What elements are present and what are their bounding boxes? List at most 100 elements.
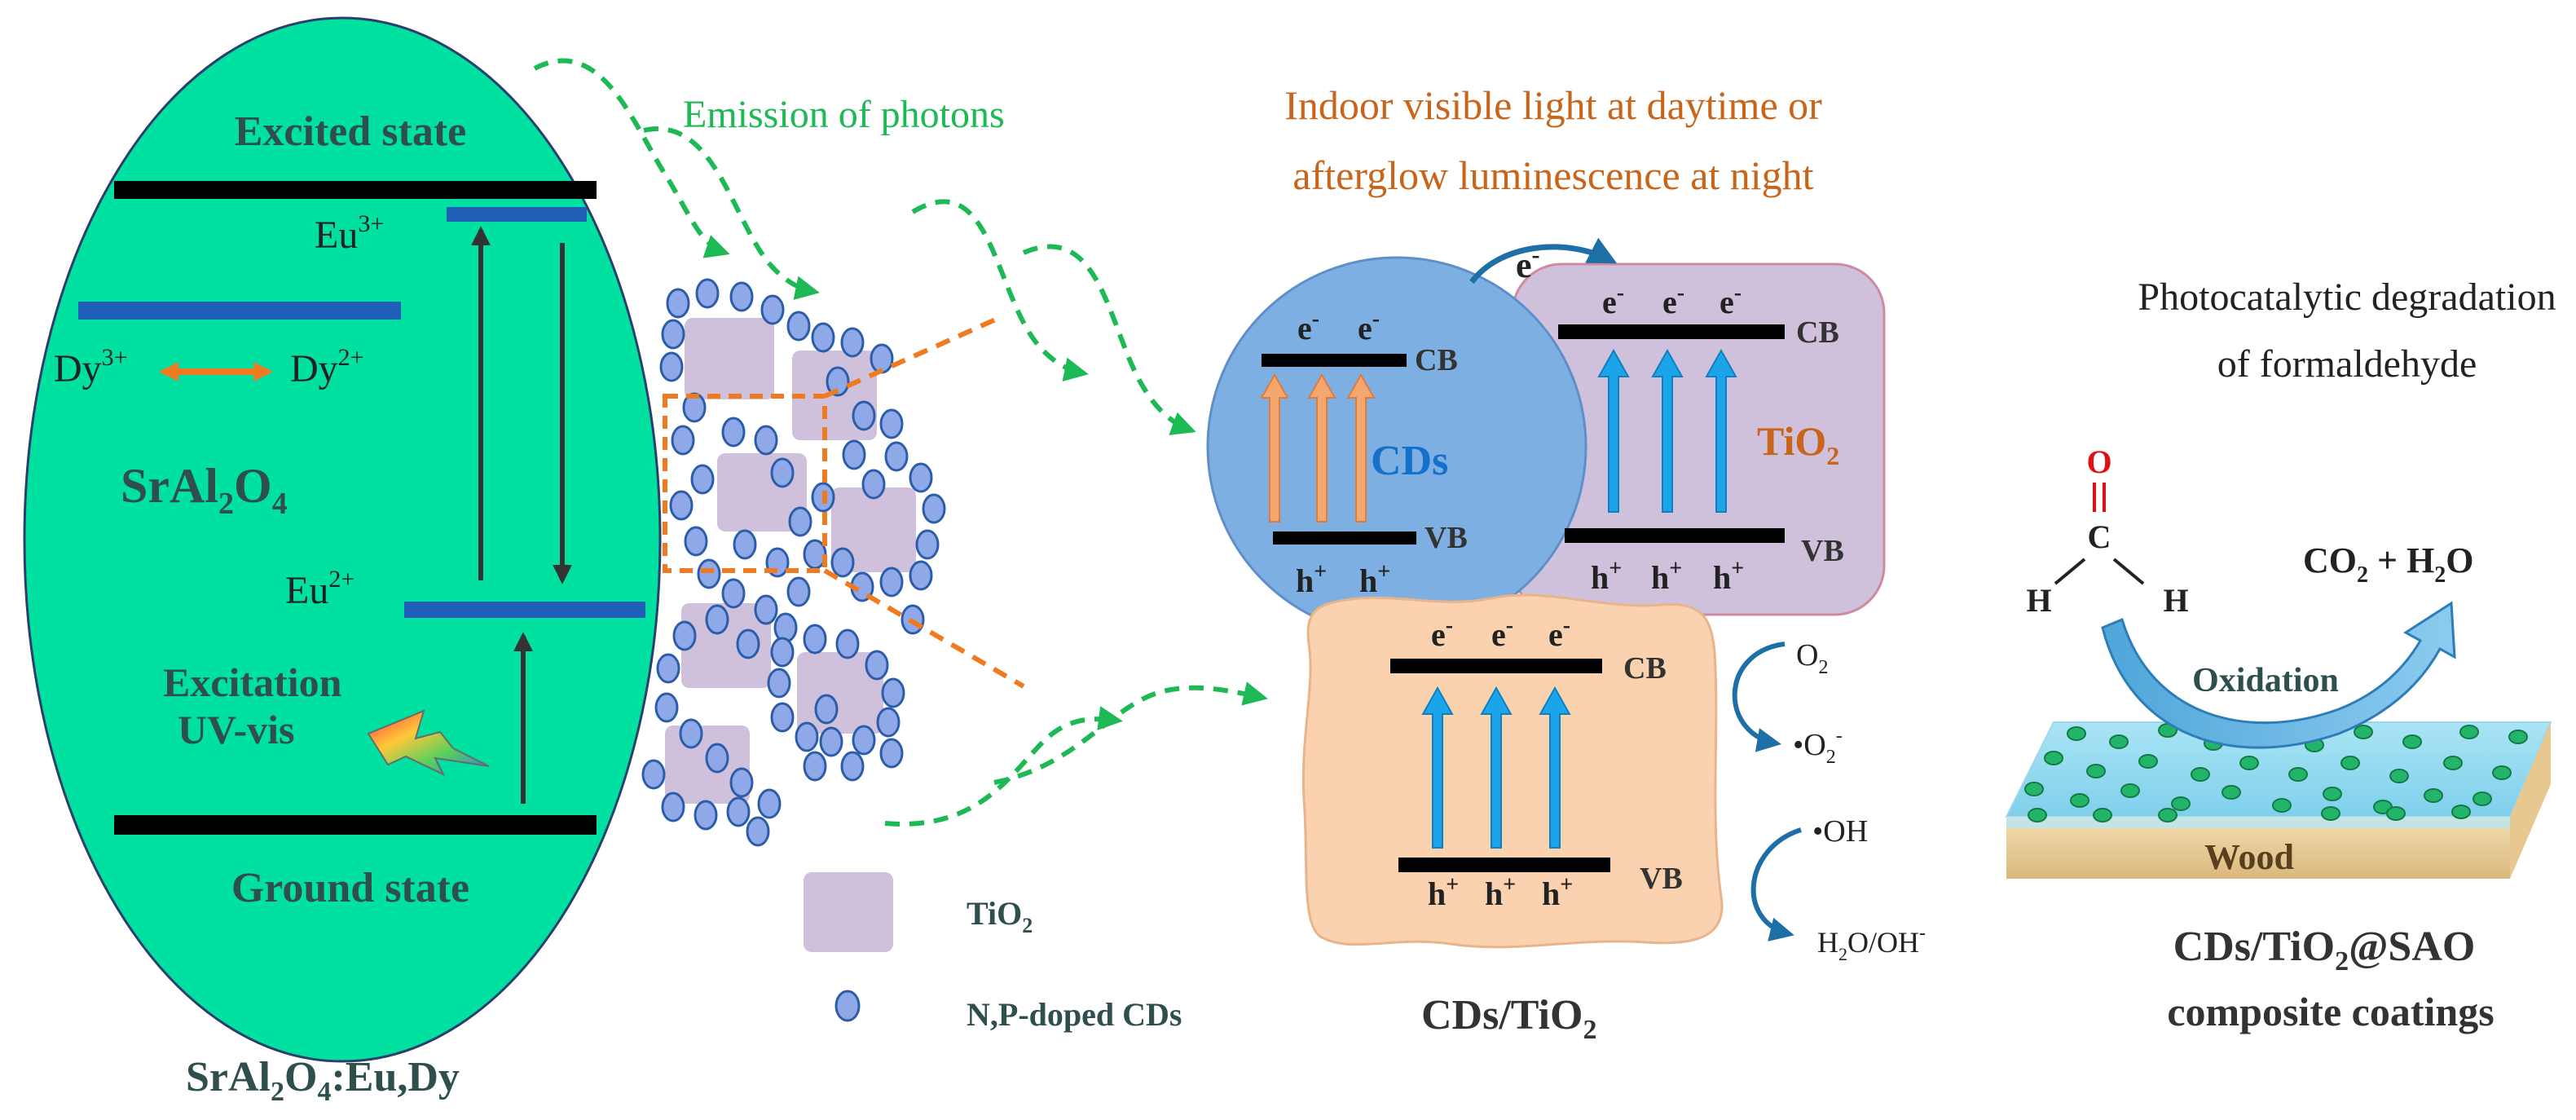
phosphor-panel: Excited state Eu3+ Dy3+ Dy2+ SrAl2O4 Eu2… <box>23 16 662 1063</box>
oxidation-arrow <box>2101 601 2456 749</box>
composite-caption: CDs/TiO2 <box>1421 992 1596 1045</box>
legend-tio2-label: TiO2 <box>967 895 1033 937</box>
coating-particle <box>2508 730 2528 744</box>
composite-electron: e- <box>1548 613 1570 653</box>
cds-bands: e- e- CB CDs VB h+ h+ <box>1260 306 1468 599</box>
cd-dot <box>705 604 729 635</box>
cd-dot <box>754 594 778 625</box>
photon-path <box>993 681 1268 785</box>
coating-particle <box>2323 787 2342 801</box>
composite-cb-label: CB <box>1623 651 1667 686</box>
tio2-cb-level <box>1558 324 1785 339</box>
eu3-level <box>447 207 587 222</box>
coating-particle <box>2024 782 2044 796</box>
cd-dot <box>729 767 754 798</box>
tio2-electron: e- <box>1602 280 1624 320</box>
ground-state-label: Ground state <box>231 865 469 911</box>
coating-particle <box>2086 764 2106 778</box>
tio2-hole: h+ <box>1713 556 1744 596</box>
cds-orange-arrow <box>1260 373 1289 523</box>
uv-vis-label: UV-vis <box>178 707 295 752</box>
tio2-hole: h+ <box>1591 556 1622 596</box>
degradation-title-line2: of formaldehyde <box>2217 342 2477 386</box>
eu2-label: Eu2+ <box>285 566 354 612</box>
cd-dot <box>861 469 886 500</box>
cd-dot <box>884 441 909 472</box>
cd-dot <box>656 653 680 684</box>
emission-label: Emission of photons <box>683 93 1005 136</box>
cds-orange-arrow <box>1307 373 1336 523</box>
tio2-vb-label: VB <box>1801 534 1844 568</box>
cds-electron: e- <box>1358 306 1380 346</box>
tio2-blue-arrow <box>1597 348 1630 513</box>
excited-state-label: Excited state <box>235 108 466 155</box>
coating-particle <box>2171 796 2191 811</box>
composite-hole: h+ <box>1428 872 1459 912</box>
cd-dot <box>786 576 811 607</box>
cd-dot <box>835 628 860 659</box>
tio2-particle <box>685 318 774 399</box>
cd-dot <box>879 567 904 597</box>
cd-dot <box>915 529 940 560</box>
tio2-electron: e- <box>1720 280 1742 320</box>
coating-particle <box>2443 756 2463 770</box>
tio2-blue-arrow <box>1651 348 1684 513</box>
cd-dot <box>695 278 720 309</box>
composite-vb-label: VB <box>1640 862 1683 896</box>
legend-cds-label: N,P-doped CDs <box>967 996 1182 1033</box>
composite-vb-level <box>1398 858 1610 872</box>
cds-cb-level <box>1262 354 1407 367</box>
degradation-title-line1: Photocatalytic degradation <box>2138 276 2556 319</box>
composite-electron: e- <box>1431 613 1453 653</box>
cd-dot <box>803 624 827 655</box>
cd-dot <box>830 547 855 578</box>
cd-dot <box>840 327 865 358</box>
composite-hole: h+ <box>1542 872 1573 912</box>
coating-layer <box>2006 817 2510 828</box>
cd-dot <box>881 677 905 708</box>
cds-excitation-arrows <box>1260 373 1376 523</box>
particle-cluster <box>641 278 1025 847</box>
excitation-label: Excitation <box>163 659 342 705</box>
coating-caption-line1: CDs/TiO2@SAO <box>2173 924 2476 977</box>
composite-blue-arrow <box>1421 686 1454 849</box>
cds-vb-label: VB <box>1425 521 1468 555</box>
cd-dot <box>770 702 795 733</box>
cd-dot <box>819 726 843 757</box>
photon-path <box>911 199 1089 381</box>
cd-dot <box>666 288 690 319</box>
cd-dot <box>697 558 721 589</box>
products-label: CO2 + H2O <box>2303 540 2474 588</box>
cd-dot <box>726 796 751 827</box>
cd-dot <box>842 439 866 470</box>
cd-dot <box>879 738 904 769</box>
cd-dot <box>669 490 694 521</box>
cds-cb-label: CB <box>1415 343 1458 377</box>
tio2-blue-arrow <box>1705 348 1737 513</box>
light-source-title-line1: Indoor visible light at daytime or <box>1284 82 1822 128</box>
cd-dot <box>659 351 684 382</box>
cds-label: CDs <box>1371 438 1448 484</box>
cd-dot <box>757 788 782 819</box>
tio2-bands: e- e- e- CB TiO2 VB h+ h+ h+ <box>1558 280 1844 596</box>
cd-dot <box>786 311 811 342</box>
dy2-label: Dy2+ <box>290 344 364 390</box>
cd-dot <box>661 791 685 822</box>
photon-path <box>1022 244 1196 435</box>
cd-dot <box>826 366 850 397</box>
coating-particle <box>2354 725 2373 739</box>
coating-particle <box>2473 791 2492 806</box>
cd-dot <box>760 294 785 325</box>
cd-dot <box>811 322 835 353</box>
cd-dot <box>746 816 770 847</box>
coating-particle <box>2120 783 2140 798</box>
coating-particle <box>2093 808 2112 822</box>
cd-dot <box>865 650 889 681</box>
tio2-particle <box>831 487 916 572</box>
cd-dot <box>773 612 798 643</box>
o2-label: O2 <box>1796 638 1828 678</box>
lightning-icon <box>367 709 490 777</box>
coating-particle <box>2459 725 2479 739</box>
cds-vb-level <box>1273 531 1416 545</box>
tio2-vb-level <box>1565 528 1785 543</box>
